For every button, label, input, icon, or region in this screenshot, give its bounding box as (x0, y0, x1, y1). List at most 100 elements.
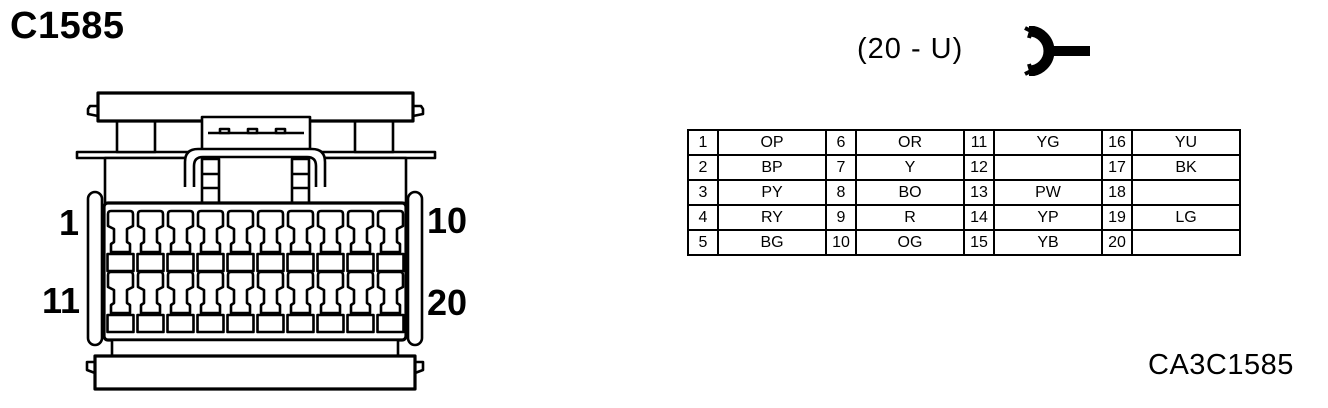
female-connector-icon (1024, 26, 1090, 76)
terminal-slot (106, 313, 135, 334)
pin-number-cell: 16 (1101, 129, 1133, 156)
pin-color-cell: PW (993, 179, 1103, 206)
terminal-slot (316, 252, 345, 273)
terminal-slot (256, 252, 285, 273)
pin-number-cell: 2 (687, 154, 719, 181)
pin-color-cell: YP (993, 204, 1103, 231)
page-title: C1585 (10, 5, 125, 47)
terminal-slot (166, 252, 195, 273)
pin-color-cell: R (855, 204, 965, 231)
pin-number-cell: 19 (1101, 204, 1133, 231)
terminal-slot (286, 252, 315, 273)
pin-number-cell: 13 (963, 179, 995, 206)
terminal-slot (196, 313, 225, 334)
pin-color-cell: YU (1131, 129, 1241, 156)
pin-number-cell: 7 (825, 154, 857, 181)
pin-color-cell: Y (855, 154, 965, 181)
pin-color-cell: BO (855, 179, 965, 206)
terminal-cavity (316, 270, 345, 315)
pin-number-cell: 10 (825, 229, 857, 256)
terminal-cavity (286, 270, 315, 315)
terminal-slot (226, 313, 255, 334)
terminal-slot (376, 252, 405, 273)
pin-number-cell: 15 (963, 229, 995, 256)
terminal-cavity (226, 270, 255, 315)
terminal-slot (346, 313, 375, 334)
terminal-slot (166, 313, 195, 334)
terminal-cavity (256, 209, 285, 254)
terminal-cavity (256, 270, 285, 315)
pin-number-cell: 5 (687, 229, 719, 256)
terminal-cavity (316, 209, 345, 254)
terminal-cavity (196, 209, 225, 254)
pin-color-cell: BG (717, 229, 827, 256)
pin-color-cell: YG (993, 129, 1103, 156)
terminal-slot (286, 313, 315, 334)
terminal-cavity (346, 270, 375, 315)
pin-number-cell: 14 (963, 204, 995, 231)
pin-label-top-left: 1 (59, 202, 80, 243)
pin-number-cell: 1 (687, 129, 719, 156)
terminal-slot (376, 313, 405, 334)
pin-color-cell: LG (1131, 204, 1241, 231)
terminal-cavity (106, 270, 135, 315)
terminal-cavity (166, 270, 195, 315)
pin-color-cell: BK (1131, 154, 1241, 181)
terminal-slot (106, 252, 135, 273)
pin-label-bottom-left: 11 (42, 280, 81, 321)
terminal-cavity (196, 270, 225, 315)
connector-latch (183, 115, 327, 205)
terminal-slot (196, 252, 225, 273)
pin-color-cell: PY (717, 179, 827, 206)
terminal-slot (346, 252, 375, 273)
pin-number-cell: 20 (1101, 229, 1133, 256)
pin-label-top-right: 10 (427, 200, 468, 241)
diagram-code: CA3C1585 (1148, 349, 1294, 381)
pin-color-cell: YB (993, 229, 1103, 256)
connector-base (85, 338, 425, 391)
pin-color-cell: RY (717, 204, 827, 231)
pin-number-cell: 4 (687, 204, 719, 231)
terminal-cavity (286, 209, 315, 254)
connector-type-label: (20 - U) (857, 33, 964, 65)
terminal-slot (316, 313, 345, 334)
pin-color-cell: OP (717, 129, 827, 156)
pin-color-cell: OR (855, 129, 965, 156)
pin-number-cell: 11 (963, 129, 995, 156)
connector-pins (106, 209, 405, 334)
pin-number-cell: 12 (963, 154, 995, 181)
pin-color-cell (993, 154, 1103, 181)
terminal-slot (226, 252, 255, 273)
terminal-cavity (346, 209, 375, 254)
terminal-cavity (226, 209, 255, 254)
pin-number-cell: 17 (1101, 154, 1133, 181)
pin-label-bottom-right: 20 (427, 282, 468, 323)
pin-number-cell: 6 (825, 129, 857, 156)
terminal-cavity (376, 209, 405, 254)
terminal-cavity (106, 209, 135, 254)
pin-number-cell: 18 (1101, 179, 1133, 206)
terminal-cavity (166, 209, 195, 254)
pin-number-cell: 9 (825, 204, 857, 231)
terminal-slot (136, 313, 165, 334)
pin-color-cell: OG (855, 229, 965, 256)
connector-pin-block (86, 190, 424, 347)
terminal-cavity (136, 270, 165, 315)
pin-color-cell (1131, 229, 1241, 256)
pin-number-cell: 3 (687, 179, 719, 206)
pin-color-cell: BP (717, 154, 827, 181)
terminal-slot (136, 252, 165, 273)
pin-color-cell (1131, 179, 1241, 206)
terminal-cavity (136, 209, 165, 254)
connector-front-view (75, 91, 437, 391)
terminal-slot (256, 313, 285, 334)
pin-number-cell: 8 (825, 179, 857, 206)
terminal-cavity (376, 270, 405, 315)
